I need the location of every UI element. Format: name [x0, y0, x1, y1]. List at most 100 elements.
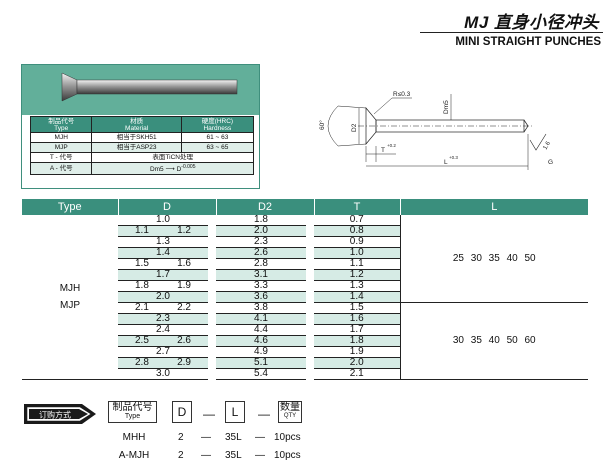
- d2-cell: 3.6: [216, 291, 306, 303]
- l-label: L: [444, 159, 448, 166]
- order-qty-box: 数量 QTY: [278, 401, 302, 423]
- d-cell: 1.3: [118, 236, 208, 248]
- col-header-d2: D2: [215, 199, 314, 215]
- spec-header-hardness: 硬度(HRC)Hardness: [180, 116, 255, 133]
- title-divider: [420, 32, 603, 33]
- d2-cell: 2.8: [216, 258, 306, 270]
- d-cell: 2.4: [118, 324, 208, 336]
- order-method-label: 订购方式: [39, 410, 71, 420]
- punch-photo: [22, 65, 259, 115]
- col-header-t: T: [313, 199, 400, 215]
- t-cell: 1.7: [314, 324, 400, 336]
- order-d-box: D: [172, 401, 192, 423]
- d2-cell: 1.8: [216, 215, 306, 226]
- t-cell: 1.9: [314, 346, 400, 358]
- d2-cell: 2.6: [216, 247, 306, 259]
- d2-cell: 2.0: [216, 225, 306, 237]
- order-method-badge: 订购方式: [24, 404, 96, 424]
- d-cell: 1.0: [118, 215, 208, 226]
- table-row: 2.0 3.6 1.4: [22, 291, 588, 303]
- table-row: 2.4 4.4 1.7: [22, 324, 588, 336]
- col-header-d: D: [117, 199, 216, 215]
- table-row: 2.3 4.1 1.6: [22, 313, 588, 325]
- t-tolerance: +0.2: [387, 143, 396, 148]
- table-row: 3.0 5.4 2.1: [22, 368, 588, 380]
- finish-label: 1.6: [543, 140, 553, 151]
- t-cell: 2.1: [314, 368, 400, 380]
- t-cell: 1.8: [314, 335, 400, 347]
- d-cell: 2.7: [118, 346, 208, 358]
- t-cell: 1.5: [314, 302, 400, 314]
- l-tolerance: +0.3: [449, 155, 458, 160]
- d2-label: D2: [351, 123, 358, 132]
- col-header-type: Type: [22, 199, 118, 215]
- d2-cell: 3.1: [216, 269, 306, 281]
- page-title: MJ 直身小径冲头: [464, 13, 599, 32]
- spec-row-t-code: T - 代号 表面TiCN处理: [29, 152, 254, 163]
- table-row: 1.3 2.3 0.9: [22, 236, 588, 248]
- d-cell: 2.3: [118, 313, 208, 325]
- page-subtitle: MINI STRAIGHT PUNCHES: [455, 36, 601, 48]
- d2-cell: 3.8: [216, 302, 306, 314]
- t-cell: 1.6: [314, 313, 400, 325]
- technical-drawing: R≤0.3 60° D2 Dm5 T +0.2 L +0.3 1.6 G: [318, 91, 553, 170]
- d2-cell: 5.4: [216, 368, 306, 380]
- d2-cell: 5.1: [216, 357, 306, 369]
- table-row: 2.7 4.9 1.9: [22, 346, 588, 358]
- d-cell: 3.0: [118, 368, 208, 380]
- d2-cell: 4.4: [216, 324, 306, 336]
- t-cell: 1.4: [314, 291, 400, 303]
- size-table-header: Type D D2 T L: [22, 199, 588, 215]
- d-cell: 1.7: [118, 269, 208, 281]
- dm5-label: Dm5: [443, 100, 450, 114]
- d-cell: 2.0: [118, 291, 208, 303]
- t-cell: 1.2: [314, 269, 400, 281]
- angle-label: 60°: [318, 120, 326, 130]
- t-cell: 2.0: [314, 357, 400, 369]
- punch-image: [61, 72, 238, 102]
- t-label: T: [381, 147, 385, 154]
- t-cell: 0.7: [314, 215, 400, 226]
- col-header-l: L: [399, 199, 588, 215]
- d2-cell: 4.9: [216, 346, 306, 358]
- l-cell: 25 30 35 40 50: [399, 215, 588, 303]
- spec-row-a-code: A - 代号 Dm5 ⟶ D-0.005: [29, 161, 254, 176]
- d2-cell: 3.3: [216, 280, 306, 292]
- d2-cell: 4.6: [216, 335, 306, 347]
- l-cell: 30 35 40 50 60: [399, 302, 588, 380]
- order-type-box: 制品代号 Type: [108, 401, 157, 423]
- order-dash: —: [203, 407, 215, 421]
- order-dash: —: [258, 407, 270, 421]
- d2-cell: 4.1: [216, 313, 306, 325]
- d2-cell: 2.3: [216, 236, 306, 248]
- table-row: 1.7 3.1 1.2: [22, 269, 588, 281]
- t-cell: 1.1: [314, 258, 400, 270]
- t-cell: 1.3: [314, 280, 400, 292]
- t-cell: 0.9: [314, 236, 400, 248]
- spec-row: MJP 相当于ASP23 63 ~ 65: [29, 142, 255, 153]
- order-l-box: L: [225, 401, 245, 423]
- g-label: G: [548, 159, 553, 166]
- radius-label: R≤0.3: [393, 91, 411, 98]
